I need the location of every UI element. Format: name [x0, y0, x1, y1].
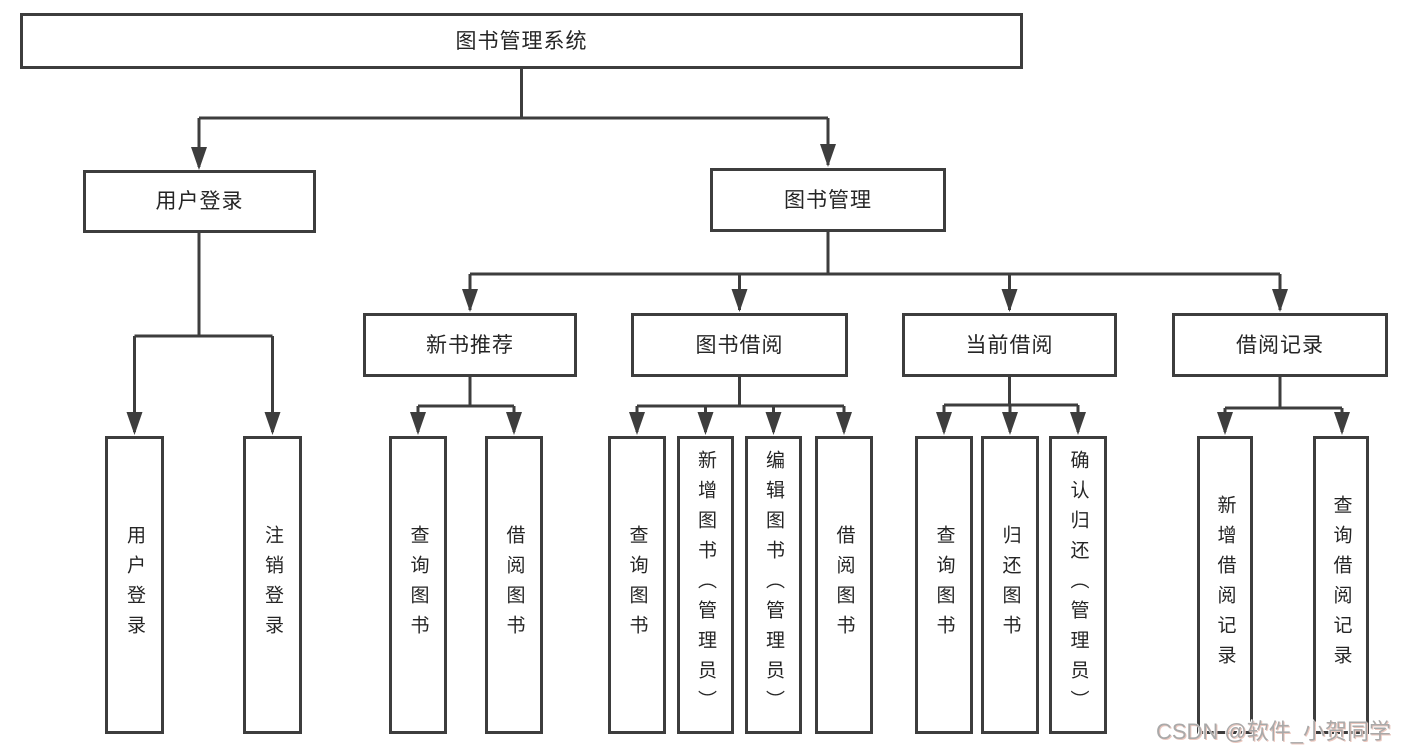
node-book-borrowing: 图书借阅 — [631, 313, 848, 377]
connector-user-login-branch — [126, 233, 281, 435]
connector-borrowing-records-branch — [1217, 377, 1350, 435]
leaf-confirm-return-admin-label: 确认归还（管理员） — [1067, 450, 1089, 720]
node-user-login-label: 用户登录 — [155, 190, 244, 213]
leaf-borrow-books-1: 借阅图书 — [485, 436, 543, 734]
leaf-query-books-3-label: 查询图书 — [933, 525, 955, 645]
leaf-add-borrow-record-label: 新增借阅记录 — [1214, 495, 1236, 675]
connector-book-management-branch — [462, 232, 1288, 312]
node-borrowing-records: 借阅记录 — [1172, 313, 1388, 377]
node-borrowing-records-label: 借阅记录 — [1236, 333, 1324, 357]
leaf-borrow-books-1-label: 借阅图书 — [503, 525, 525, 645]
leaf-edit-books-admin: 编辑图书（管理员） — [745, 436, 802, 734]
node-book-management-label: 图书管理 — [784, 188, 872, 212]
leaf-return-books: 归还图书 — [981, 436, 1039, 734]
connector-root-to-level2 — [191, 68, 836, 170]
node-book-management: 图书管理 — [710, 168, 946, 232]
node-new-book-recommend-label: 新书推荐 — [426, 333, 514, 357]
leaf-query-books-1-label: 查询图书 — [407, 525, 429, 645]
leaf-query-borrow-record: 查询借阅记录 — [1313, 436, 1369, 734]
node-library-management-system-label: 图书管理系统 — [455, 29, 588, 53]
csdn-watermark: CSDN @软件_小贺同学 — [1155, 719, 1391, 744]
leaf-borrow-books-2: 借阅图书 — [815, 436, 873, 734]
node-new-book-recommend: 新书推荐 — [363, 313, 577, 377]
leaf-return-books-label: 归还图书 — [999, 525, 1021, 645]
leaf-query-borrow-record-label: 查询借阅记录 — [1330, 495, 1352, 675]
leaf-add-books-admin-label: 新增图书（管理员） — [695, 450, 716, 720]
node-current-borrowing: 当前借阅 — [902, 313, 1117, 377]
leaf-confirm-return-admin: 确认归还（管理员） — [1049, 436, 1107, 734]
leaf-logout: 注销登录 — [243, 436, 302, 734]
leaf-logout-label: 注销登录 — [262, 525, 283, 645]
leaf-add-borrow-record: 新增借阅记录 — [1197, 436, 1253, 734]
leaf-query-books-1: 查询图书 — [389, 436, 447, 734]
connector-book-borrowing-branch — [629, 377, 852, 435]
node-user-login: 用户登录 — [83, 170, 316, 233]
node-library-management-system: 图书管理系统 — [20, 13, 1023, 69]
leaf-user-login-label: 用户登录 — [124, 525, 145, 645]
leaf-query-books-2-label: 查询图书 — [626, 525, 648, 645]
leaf-query-books-3: 查询图书 — [915, 436, 973, 734]
connector-new-book-recommend-branch — [410, 377, 522, 435]
connector-current-borrowing-branch — [936, 377, 1086, 435]
node-current-borrowing-label: 当前借阅 — [965, 333, 1054, 357]
node-book-borrowing-label: 图书借阅 — [695, 333, 784, 357]
leaf-add-books-admin: 新增图书（管理员） — [677, 436, 734, 734]
leaf-user-login: 用户登录 — [105, 436, 164, 734]
leaf-query-books-2: 查询图书 — [608, 436, 666, 734]
leaf-edit-books-admin-label: 编辑图书（管理员） — [763, 450, 784, 720]
leaf-borrow-books-2-label: 借阅图书 — [833, 525, 855, 645]
